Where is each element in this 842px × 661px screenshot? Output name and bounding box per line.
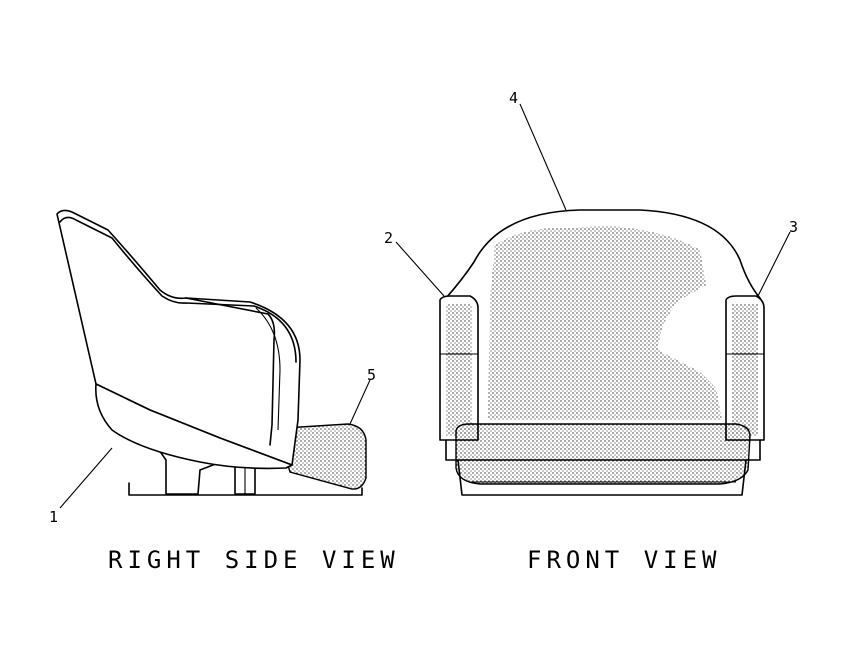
side-seat-cushion (284, 423, 367, 490)
front-backrest-padding (488, 226, 722, 420)
leader-3 (757, 231, 791, 297)
leader-2 (395, 241, 445, 297)
side-backrest-shell (56, 209, 301, 466)
callout-5: 5 (367, 366, 376, 384)
front-view-title: FRONT VIEW (527, 546, 722, 574)
leader-5 (349, 379, 371, 425)
callout-leaders (59, 103, 791, 509)
side-base-plate (128, 482, 363, 496)
leader-1 (59, 447, 113, 509)
side-panel-contour (185, 297, 276, 446)
callout-1: 1 (49, 508, 58, 526)
side-backrest-roll (59, 216, 297, 363)
right-side-view-title: RIGHT SIDE VIEW (108, 546, 400, 574)
callout-2: 2 (384, 229, 393, 247)
front-left-armrest-pad (446, 304, 472, 436)
front-view (439, 209, 765, 496)
side-lower-shell (95, 383, 293, 470)
front-right-armrest-pad (732, 304, 758, 436)
callout-4: 4 (509, 89, 518, 107)
side-panel-fold (255, 307, 281, 431)
leader-4 (519, 103, 567, 211)
right-side-view (56, 209, 367, 496)
callout-3: 3 (789, 218, 798, 236)
front-seat-cushion (455, 423, 751, 485)
